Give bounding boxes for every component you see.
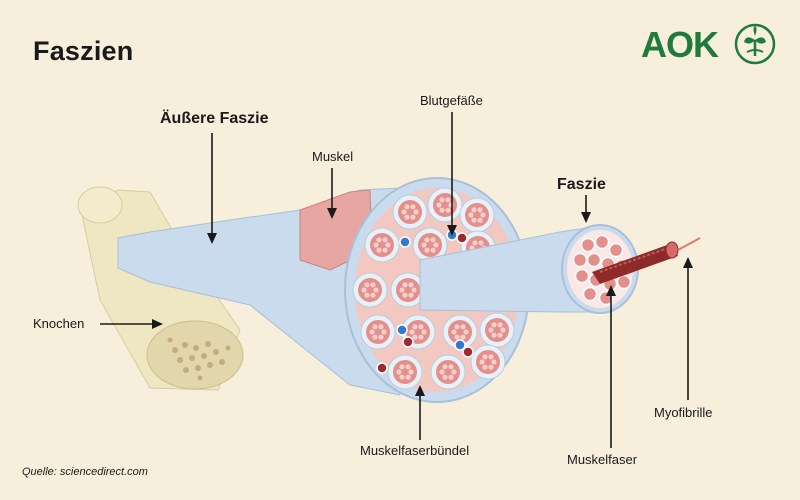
muscle-fiber-bundle [387,354,423,390]
muscle-fiber-bundle [392,194,428,230]
label-muscle-fiber-bundle: Muskelfaserbündel [360,443,470,458]
label-fascia: Faszie [557,176,606,193]
muscle-fiber-bundle [430,354,466,390]
label-blood-vessels: Blutgefäße [420,93,483,108]
muscle-fiber-bundle [479,312,515,348]
myofibril [677,237,701,251]
fascia-tube-fiber [594,234,610,250]
fascia-tube-fiber [586,252,602,268]
source-note: Quelle: sciencedirect.com [22,466,148,478]
muscle-fiber-bundle [390,272,426,308]
page-title: Faszien [33,36,134,66]
fascia-tube-fiber [616,274,632,290]
muscle-fiber-bundle [459,197,495,233]
label-muscle: Muskel [312,149,354,164]
muscle-fiber-bundle [364,227,400,263]
aok-tree-icon [734,23,776,65]
fascia-tube-fiber [608,242,624,258]
callout-arrows [100,112,693,448]
aok-logo-text: AOK [641,24,719,65]
muscle-fiber-bundle [412,227,448,263]
blood-vessel [454,339,466,351]
label-muscle-fiber: Muskelfaser [567,452,638,467]
blood-vessel [396,324,408,336]
fascia-tube-fiber [572,252,588,268]
muscle-fiber [592,241,679,284]
bone-spongy-texture [167,337,231,381]
label-myofibril: Myofibrille [654,405,713,420]
blood-vessel [462,346,474,358]
label-bone: Knochen [33,316,85,331]
label-outer-fascia: Äußere Faszie [160,110,269,127]
blood-vessel [399,236,411,248]
muscle-fiber-bundle [427,187,463,223]
muscle-fiber-bundle [352,272,388,308]
blood-vessel [402,336,414,348]
fascia-tube-fiber [582,286,598,302]
muscle-fiber-bundle [360,314,396,350]
fascia-tube-fiber [580,237,596,253]
muscle-fiber-bundle [470,344,506,380]
blood-vessel [456,232,468,244]
blood-vessel [376,362,388,374]
muscle-fiber-bundle [442,314,478,350]
fascia-tube-fiber [574,268,590,284]
